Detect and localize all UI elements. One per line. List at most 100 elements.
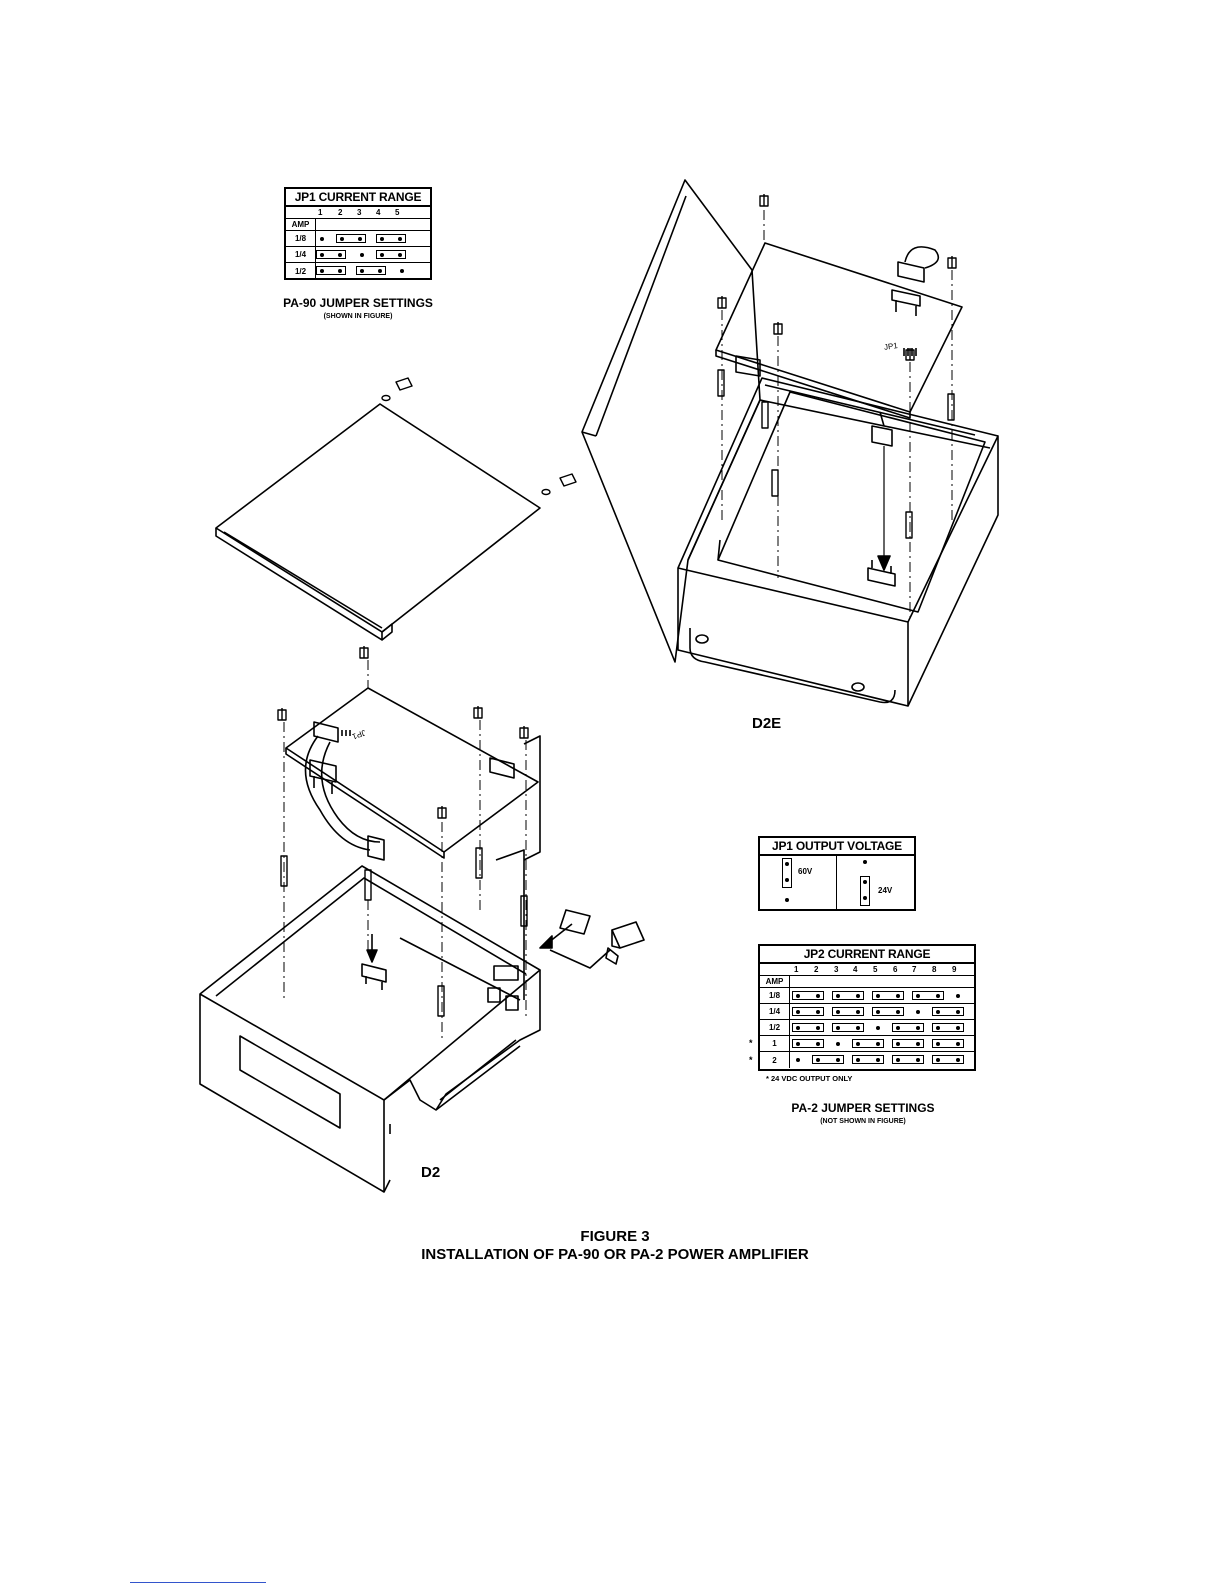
jumper — [932, 1039, 964, 1048]
jumper-row — [316, 231, 430, 246]
row-label: 1/4 — [286, 247, 316, 262]
pin — [876, 1026, 880, 1030]
pin — [836, 1042, 840, 1046]
pin — [836, 1026, 840, 1030]
pin — [816, 994, 820, 998]
jumper — [932, 1007, 964, 1016]
pin — [796, 1010, 800, 1014]
jumper — [832, 1007, 864, 1016]
pin — [856, 1058, 860, 1062]
jumper — [852, 1055, 884, 1064]
amp-header: AMP — [286, 219, 316, 230]
d2e-hardware — [717, 194, 957, 539]
jumper — [792, 1007, 824, 1016]
col-5: 5 — [395, 208, 400, 217]
pin — [936, 1026, 940, 1030]
pin — [936, 1010, 940, 1014]
jumper-row — [790, 1020, 974, 1035]
jumper — [792, 1039, 824, 1048]
jumper — [812, 1055, 844, 1064]
pin — [876, 994, 880, 998]
d2-pcb — [285, 687, 541, 1000]
pin — [956, 1058, 960, 1062]
pin — [896, 994, 900, 998]
pin — [876, 1010, 880, 1014]
pin — [796, 994, 800, 998]
jumper — [852, 1039, 884, 1048]
jumper-row — [790, 1036, 974, 1051]
jumper — [872, 991, 904, 1000]
pin — [956, 994, 960, 998]
pin — [796, 1026, 800, 1030]
pin — [896, 1010, 900, 1014]
pin — [836, 994, 840, 998]
jumper-row — [316, 263, 430, 279]
pin — [876, 1058, 880, 1062]
pin — [856, 994, 860, 998]
pin — [796, 1042, 800, 1046]
pin — [856, 1026, 860, 1030]
pa2-caption-sub: (NOT SHOWN IN FIGURE) — [820, 1118, 906, 1125]
pa90-caption-sub: (SHOWN IN FIGURE) — [323, 313, 393, 320]
footer-rule — [130, 1582, 266, 1583]
jumper — [892, 1055, 924, 1064]
pin — [816, 1010, 820, 1014]
row-label: 2 — [760, 1052, 790, 1068]
pin — [876, 1042, 880, 1046]
col-1: 1 — [794, 965, 799, 974]
pin — [896, 1058, 900, 1062]
pin — [916, 1010, 920, 1014]
pin — [896, 1026, 900, 1030]
pin — [816, 1058, 820, 1062]
row-label: 1/2 — [760, 1020, 790, 1035]
d2-cover — [215, 403, 541, 641]
pa90-jp1-current-range-table: JP1 CURRENT RANGE 1 2 3 4 5 AMP 1/8 1/4 — [284, 187, 432, 280]
col-5: 5 — [873, 965, 878, 974]
col-6: 6 — [893, 965, 898, 974]
col-3: 3 — [834, 965, 839, 974]
jumper — [832, 991, 864, 1000]
col-2: 2 — [338, 208, 343, 217]
jumper — [932, 1023, 964, 1032]
star-row-2: * — [749, 1055, 753, 1065]
jp1-label-d2e: JP1 — [883, 341, 899, 352]
jumper-row — [790, 1004, 974, 1019]
pin — [816, 1042, 820, 1046]
star-row-1: * — [749, 1038, 753, 1048]
pin — [856, 1042, 860, 1046]
pin — [936, 994, 940, 998]
jumper-row — [316, 247, 430, 262]
pin — [916, 994, 920, 998]
pa2-caption-title: PA-2 JUMPER SETTINGS — [791, 1101, 935, 1115]
col-9: 9 — [952, 965, 957, 974]
col-3: 3 — [357, 208, 362, 217]
d2-external-connector — [539, 909, 645, 969]
figure-number: FIGURE 3 — [580, 1228, 650, 1245]
jumper — [872, 1007, 904, 1016]
col-7: 7 — [912, 965, 917, 974]
col-4: 4 — [853, 965, 858, 974]
amp-header: AMP — [760, 976, 790, 987]
jumper-row — [790, 988, 974, 1003]
pa2-jp2-current-range-table: JP2 CURRENT RANGE 1 2 3 4 5 6 7 8 9 AMP … — [758, 944, 976, 1071]
pin — [936, 1058, 940, 1062]
pin — [916, 1026, 920, 1030]
pin — [936, 1042, 940, 1046]
d2e-enclosure — [581, 179, 999, 707]
table-title: JP2 CURRENT RANGE — [760, 946, 974, 964]
jumper — [892, 1023, 924, 1032]
jumper — [932, 1055, 964, 1064]
voltage-60v: 60V — [798, 867, 813, 876]
jumper — [792, 1023, 824, 1032]
pin — [796, 1058, 800, 1062]
pin — [836, 1058, 840, 1062]
col-8: 8 — [932, 965, 937, 974]
voltage-24v: 24V — [878, 886, 893, 895]
pin — [916, 1058, 920, 1062]
jumper — [832, 1023, 864, 1032]
jp1-output-voltage-table: JP1 OUTPUT VOLTAGE 60V 24V — [758, 836, 916, 911]
pin — [896, 1042, 900, 1046]
pin — [816, 1026, 820, 1030]
pin — [956, 1026, 960, 1030]
